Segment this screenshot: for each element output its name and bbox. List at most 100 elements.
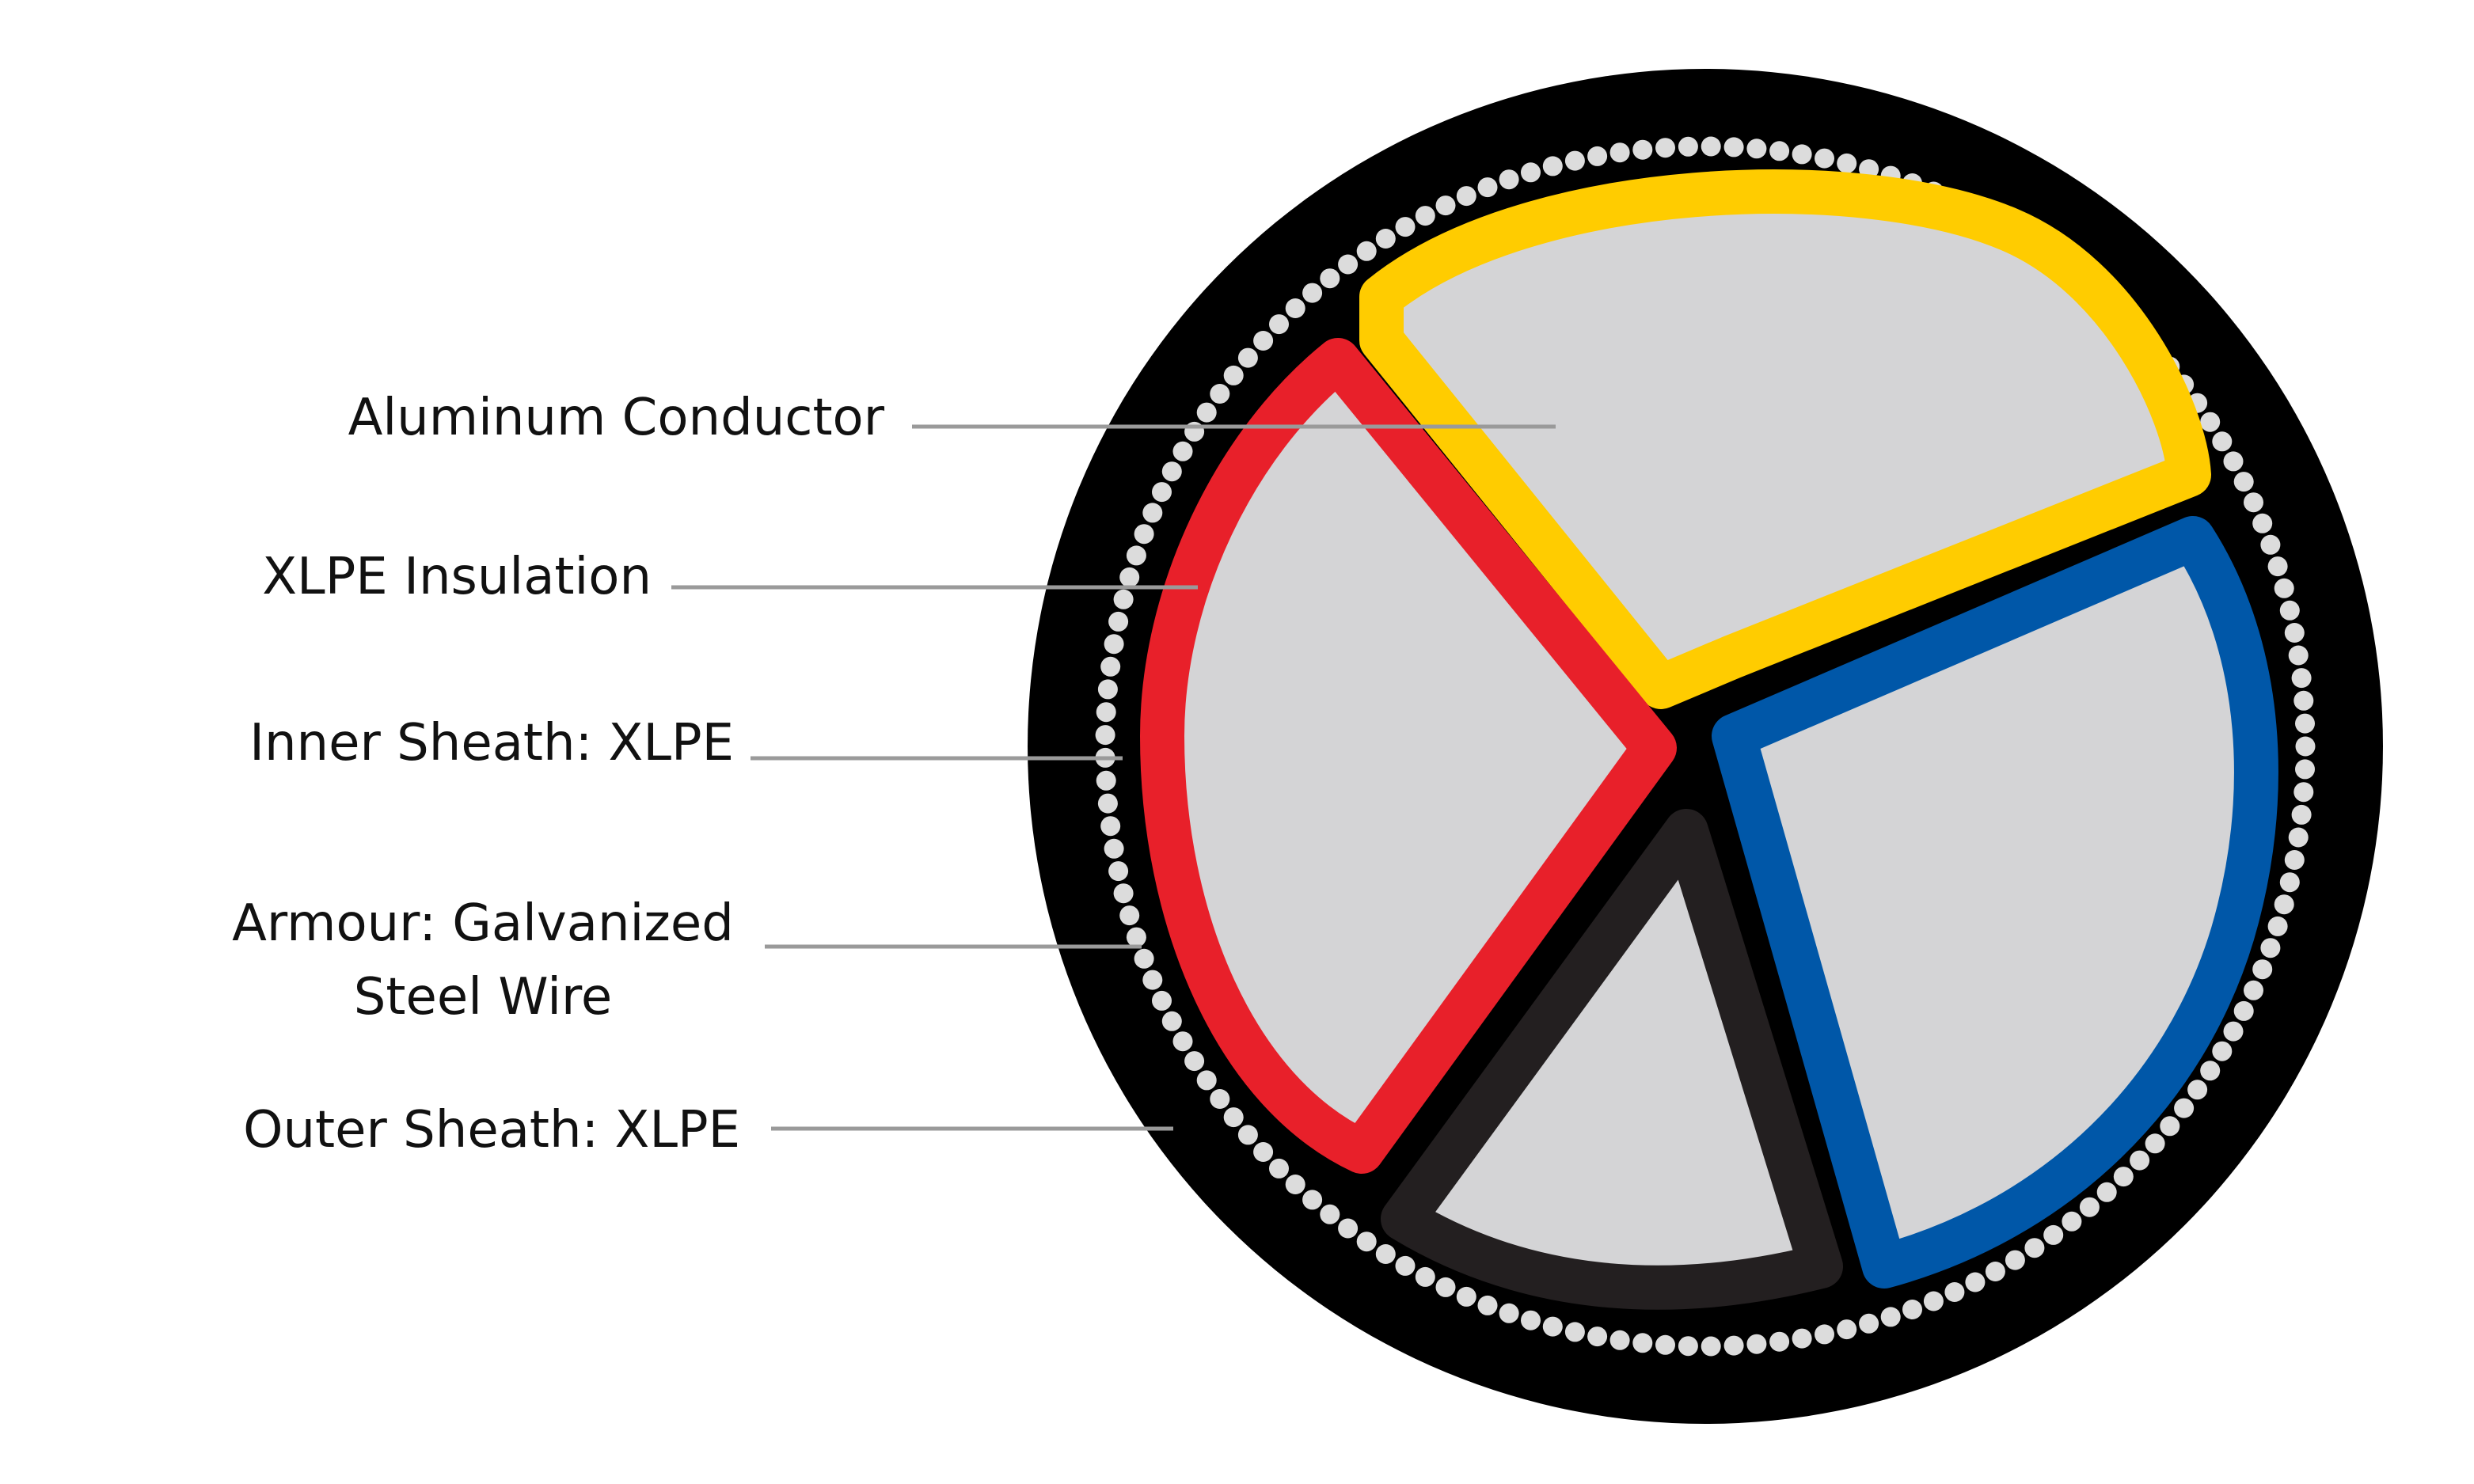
label-inner-sheath: Inner Sheath: XLPE bbox=[249, 714, 734, 772]
armour-wire bbox=[1859, 1313, 1879, 1334]
armour-wire bbox=[1965, 1272, 1986, 1292]
armour-wire bbox=[1237, 1125, 1258, 1145]
armour-wire bbox=[1100, 816, 1121, 837]
armour-wire bbox=[1499, 169, 1519, 190]
armour-wire bbox=[1678, 136, 1698, 157]
armour-wire bbox=[1723, 137, 1744, 158]
armour-wire bbox=[1108, 861, 1129, 882]
armour-wire bbox=[2293, 690, 2314, 711]
armour-wire bbox=[2260, 534, 2281, 555]
armour-wire bbox=[1655, 1334, 1675, 1355]
armour-wire bbox=[1269, 1158, 1289, 1178]
armour-wire bbox=[2288, 645, 2309, 666]
armour-wire bbox=[1196, 402, 1217, 423]
armour-wire bbox=[2291, 804, 2312, 825]
label-armour-line1: Armour: Galvanized bbox=[232, 894, 734, 953]
armour-wire bbox=[2274, 894, 2294, 915]
armour-wire bbox=[2200, 412, 2221, 432]
armour-wire bbox=[2244, 980, 2263, 1000]
armour-wire bbox=[1320, 1204, 1340, 1224]
armour-wire bbox=[1142, 970, 1163, 990]
armour-wire bbox=[1542, 1316, 1563, 1337]
armour-wire bbox=[1338, 1218, 1359, 1239]
armour-wire bbox=[1587, 1326, 1608, 1347]
armour-wire bbox=[1769, 141, 1790, 161]
armour-wire bbox=[1456, 1286, 1476, 1307]
armour-wire bbox=[1415, 206, 1435, 226]
armour-wire bbox=[1126, 545, 1146, 566]
armour-wire bbox=[1609, 142, 1630, 163]
armour-wire bbox=[1210, 384, 1230, 404]
armour-wire bbox=[2267, 916, 2288, 936]
armour-wire bbox=[2212, 1041, 2233, 1061]
armour-wire bbox=[1395, 217, 1416, 237]
armour-wire bbox=[1223, 365, 1244, 385]
armour-wire bbox=[1521, 162, 1541, 183]
armour-wire bbox=[1587, 146, 1608, 166]
armour-wire bbox=[1944, 1282, 1965, 1302]
armour-wire bbox=[1285, 298, 1305, 318]
armour-wire bbox=[2024, 1238, 2045, 1258]
armour-wire bbox=[1837, 1319, 1857, 1340]
armour-wire bbox=[1104, 634, 1124, 655]
armour-wire bbox=[1902, 1300, 1922, 1319]
armour-wire bbox=[1542, 156, 1563, 176]
armour-wire bbox=[1320, 268, 1340, 289]
armour-wire bbox=[2288, 827, 2309, 848]
armour-wire bbox=[1746, 1334, 1767, 1354]
armour-wire bbox=[1815, 1324, 1834, 1345]
armour-wire bbox=[1338, 254, 1359, 275]
armour-wire bbox=[2260, 938, 2281, 958]
armour-wire bbox=[2174, 1098, 2195, 1118]
armour-wire bbox=[2113, 1167, 2134, 1187]
armour-wire bbox=[2212, 431, 2233, 452]
armour-wire bbox=[1792, 1328, 1812, 1349]
label-xlpe-insulation: XLPE Insulation bbox=[262, 548, 652, 606]
armour-wire bbox=[1815, 148, 1834, 169]
armour-wire bbox=[1435, 1277, 1456, 1297]
armour-wire bbox=[1097, 679, 1118, 700]
armour-wire bbox=[2043, 1224, 2064, 1245]
armour-wire bbox=[2284, 623, 2305, 643]
armour-wire bbox=[1126, 927, 1146, 947]
armour-wire bbox=[1632, 139, 1653, 160]
armour-wire bbox=[1880, 1307, 1901, 1327]
armour-wire bbox=[1152, 990, 1172, 1011]
armour-wire bbox=[1113, 883, 1134, 904]
armour-wire bbox=[1632, 1333, 1653, 1353]
leader-lines bbox=[671, 424, 1556, 1131]
armour-wire bbox=[1096, 770, 1116, 791]
core-black bbox=[1381, 809, 1843, 1310]
armour-wire bbox=[1285, 1175, 1305, 1194]
armour-wire bbox=[2145, 1133, 2165, 1154]
armour-wire bbox=[2223, 451, 2244, 472]
armour-wire bbox=[1564, 1322, 1585, 1342]
armour-wire bbox=[1477, 177, 1498, 198]
armour-wire bbox=[1104, 838, 1124, 859]
armour-wire bbox=[1609, 1330, 1630, 1350]
armour-wire bbox=[1923, 1291, 1944, 1311]
armour-wire bbox=[1172, 1031, 1193, 1052]
label-armour: Armour: Galvanized Steel Wire bbox=[226, 887, 740, 1034]
armour-wire bbox=[1119, 905, 1140, 926]
armour-wire bbox=[2291, 668, 2312, 689]
armour-wire bbox=[1792, 144, 1812, 165]
armour-wire bbox=[2005, 1250, 2025, 1270]
armour-wire bbox=[1701, 1336, 1721, 1357]
armour-wire bbox=[1564, 150, 1585, 171]
armour-wire bbox=[1196, 1070, 1217, 1091]
armour-wire bbox=[2233, 1000, 2254, 1021]
armour-wire bbox=[1837, 153, 1857, 173]
armour-wire bbox=[1375, 229, 1396, 249]
armour-wire bbox=[1172, 441, 1193, 461]
armour-wire bbox=[2130, 1150, 2150, 1171]
armour-wire bbox=[1100, 656, 1121, 677]
core-yellow bbox=[1359, 169, 2211, 709]
armour-wire bbox=[2252, 513, 2273, 533]
armour-wire bbox=[1223, 1107, 1244, 1128]
armour-wire bbox=[2295, 736, 2316, 757]
armour-wire bbox=[1096, 702, 1116, 723]
armour-wire bbox=[1302, 283, 1323, 303]
